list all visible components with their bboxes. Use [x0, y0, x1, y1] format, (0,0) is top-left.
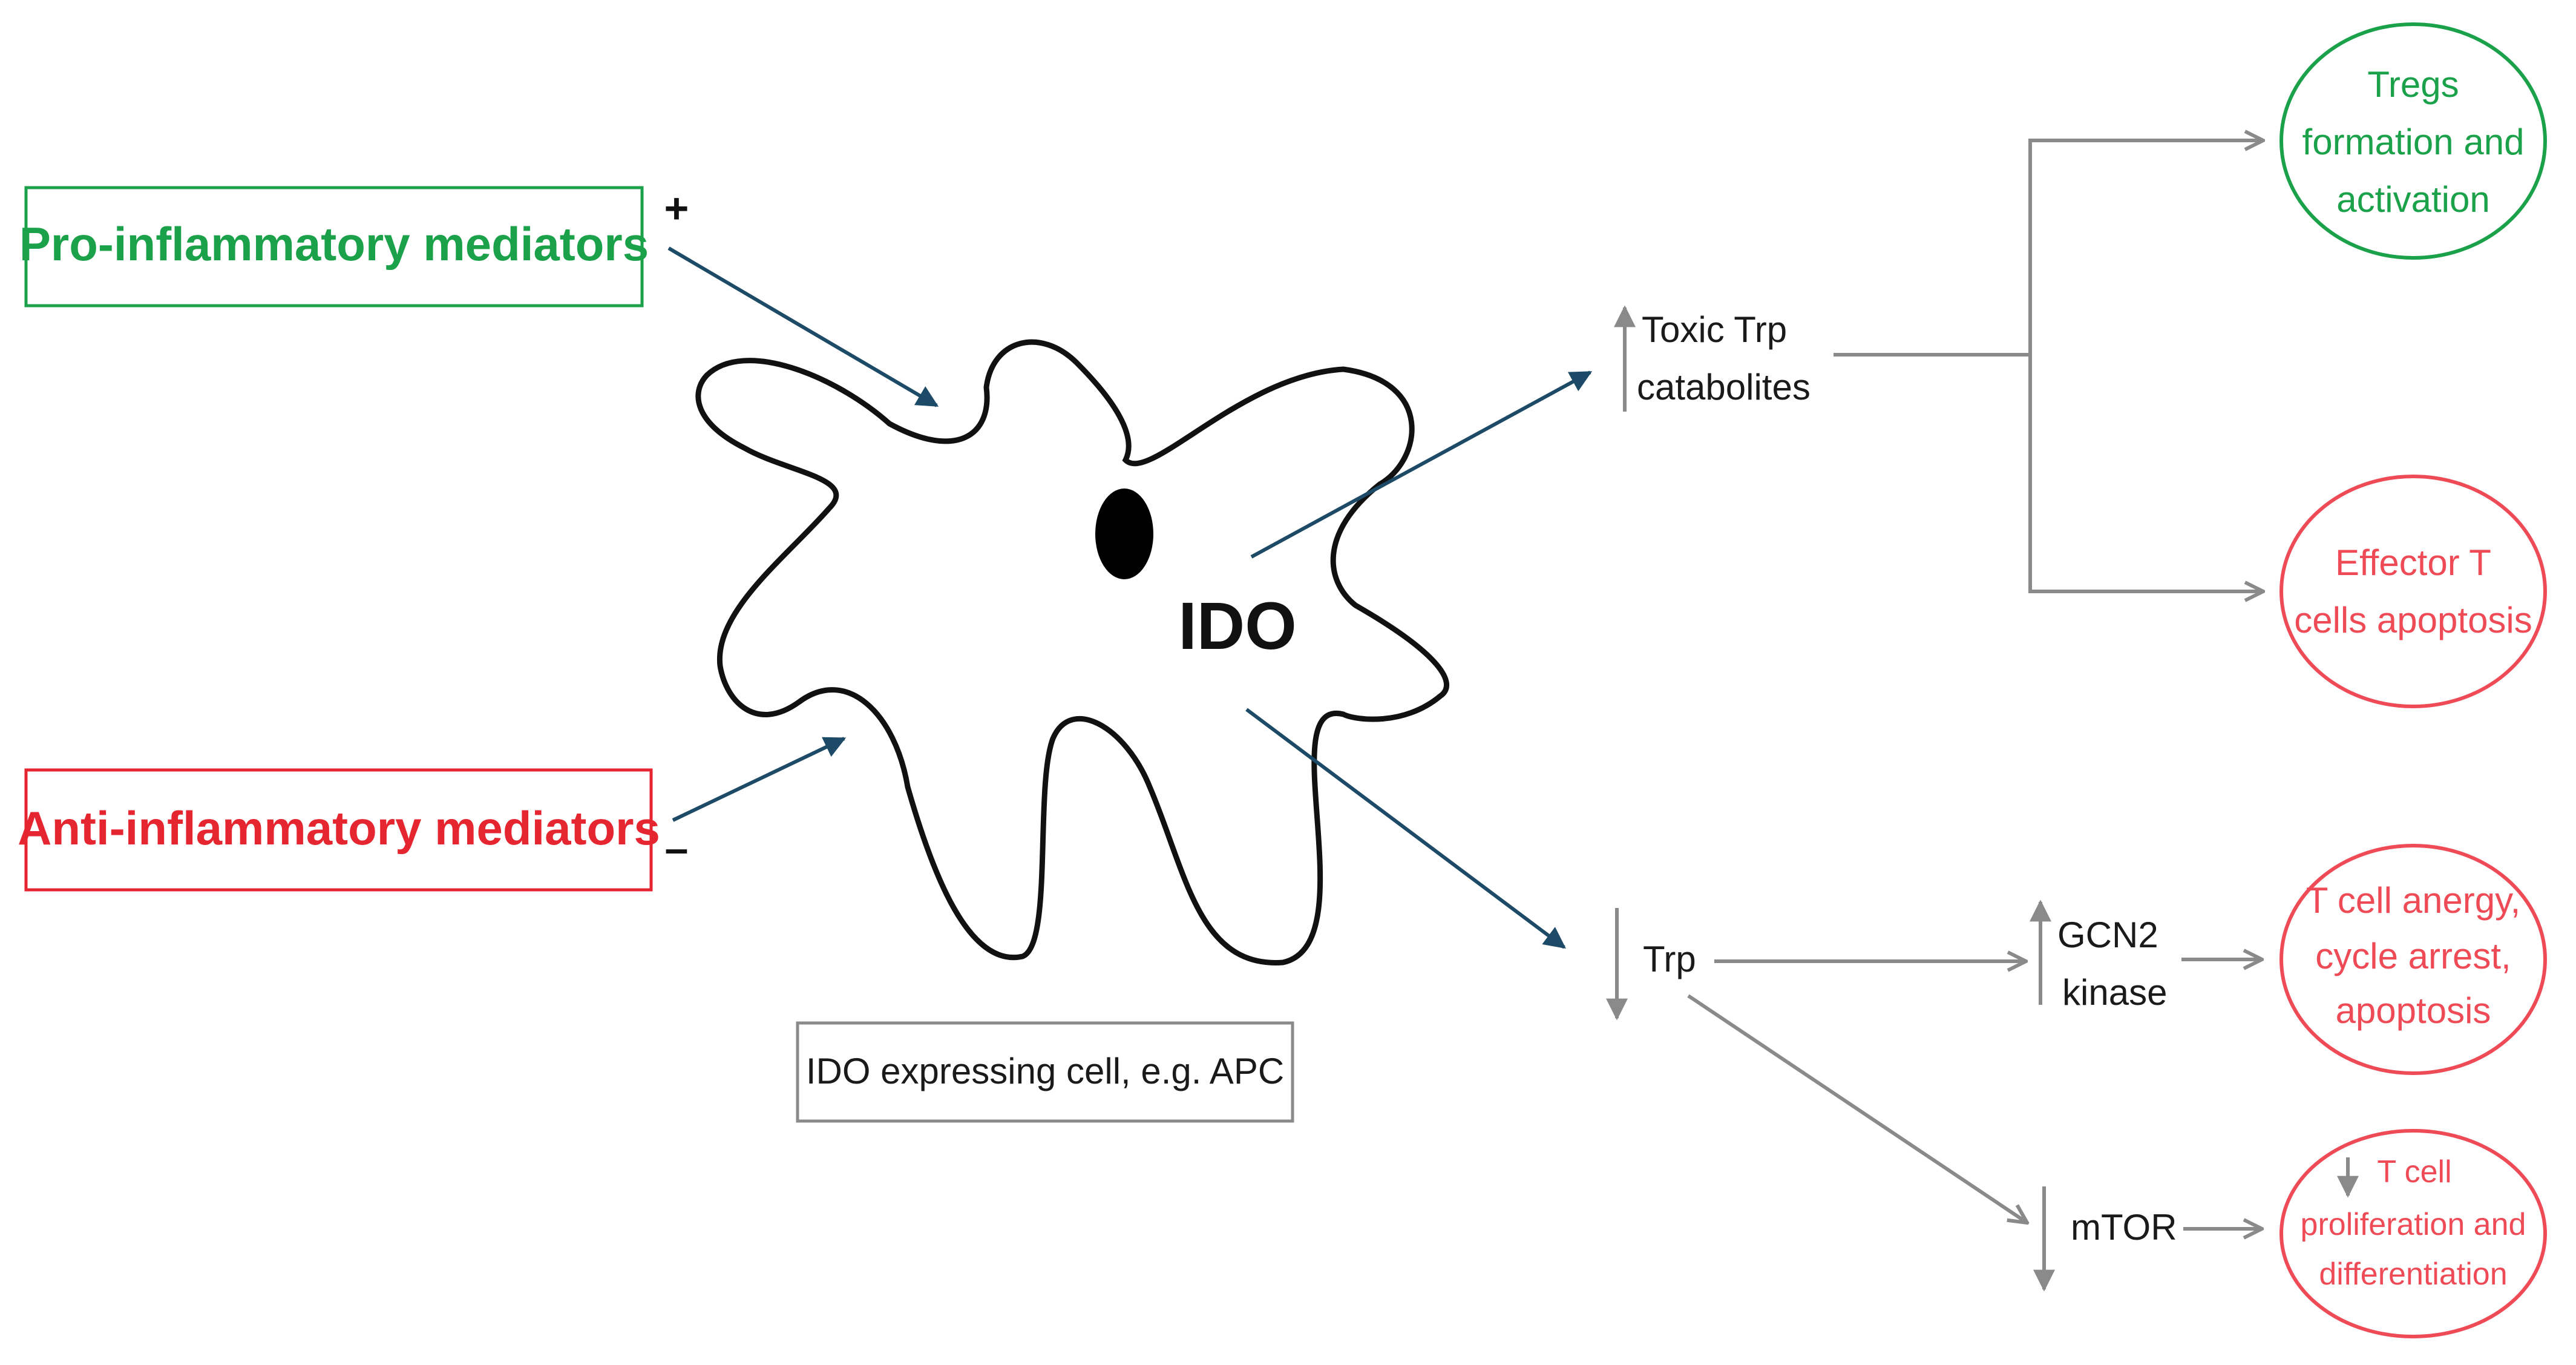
proliferation-outcome: T cell proliferation and differentiation [2279, 1129, 2547, 1338]
proliferation-line2: proliferation and [2301, 1207, 2526, 1242]
ido-expressing-cell-shape [695, 339, 1449, 965]
anergy-line2: cycle arrest, [2315, 936, 2511, 976]
pro-to-cell-arrow [667, 246, 939, 407]
proliferation-line1: T cell [2377, 1154, 2451, 1189]
anti-inflammatory-label: Anti-inflammatory mediators [18, 801, 660, 855]
gcn2-label-line2: kinase [2062, 972, 2167, 1013]
ido-to-catabolites-arrow [1250, 370, 1593, 559]
effector-line1: Effector T [2335, 542, 2491, 583]
anti-sign: – [665, 824, 689, 872]
anti-to-cell-arrow [672, 737, 847, 822]
ido-label: IDO [1178, 589, 1297, 663]
pro-inflammatory-box: Pro-inflammatory mediators [19, 186, 649, 308]
catabolites-label-line1: Toxic Trp [1642, 309, 1787, 350]
trp-to-mtor-arrow [1687, 994, 2027, 1223]
anergy-line1: T cell anergy, [2306, 880, 2521, 921]
ido-to-trp-arrow [1245, 708, 1566, 949]
trp-label: Trp [1643, 939, 1696, 979]
tregs-line1: Tregs [2367, 64, 2459, 105]
tregs-line2: formation and [2302, 122, 2525, 162]
anergy-outcome: T cell anergy, cycle arrest, apoptosis [2279, 844, 2547, 1075]
effector-line2: cells apoptosis [2294, 600, 2532, 640]
effector-outcome: Effector T cells apoptosis [2279, 475, 2547, 708]
anti-inflammatory-box: Anti-inflammatory mediators [18, 768, 660, 892]
cell-caption-box: IDO expressing cell, e.g. APC [796, 1021, 1294, 1123]
pro-inflammatory-label: Pro-inflammatory mediators [19, 217, 649, 271]
cell-nucleus [1095, 488, 1153, 579]
anergy-line3: apoptosis [2336, 990, 2491, 1031]
proliferation-line3: differentiation [2319, 1257, 2507, 1292]
mtor-label: mTOR [2071, 1207, 2177, 1248]
tregs-outcome: Tregs formation and activation [2279, 22, 2547, 260]
gcn2-label-line1: GCN2 [2057, 915, 2158, 955]
pro-sign: + [664, 185, 689, 232]
catabolites-label-line2: catabolites [1637, 367, 1811, 407]
tregs-line3: activation [2336, 179, 2489, 220]
cell-caption: IDO expressing cell, e.g. APC [806, 1051, 1284, 1091]
